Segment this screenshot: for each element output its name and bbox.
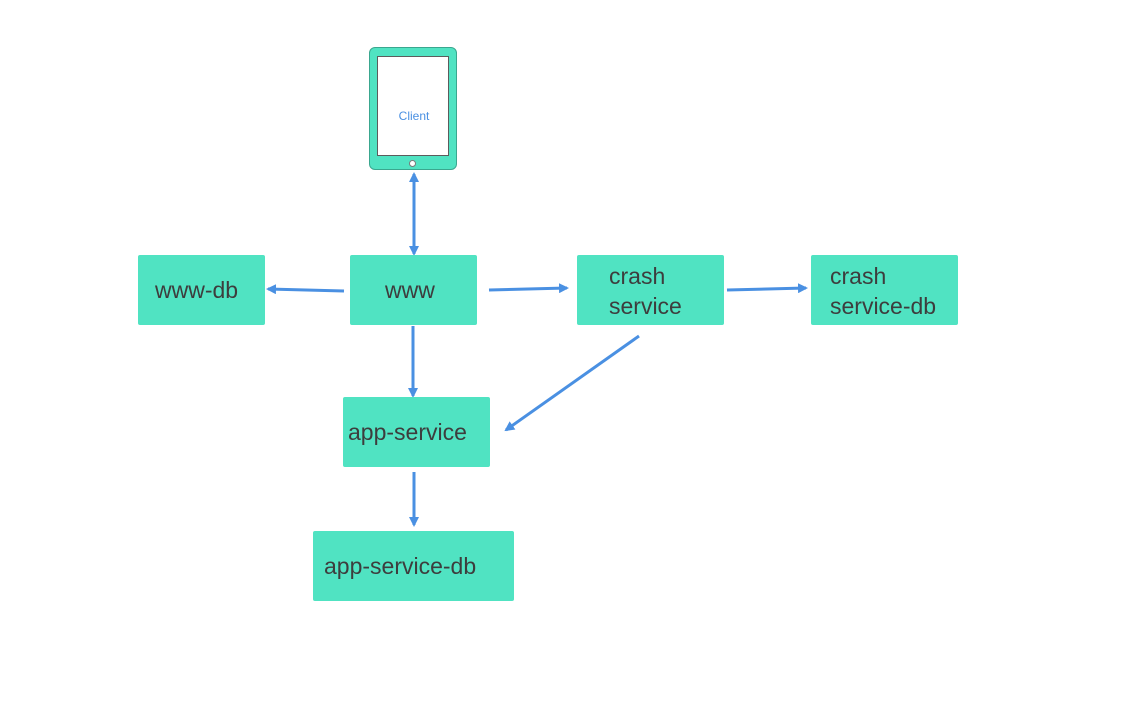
home-button-icon	[409, 160, 416, 167]
node-www[interactable]: www	[350, 255, 477, 325]
client-label: Client	[398, 109, 430, 123]
node-app-service[interactable]: app-service	[343, 397, 490, 467]
client-tablet-icon[interactable]: Client	[369, 47, 457, 170]
node-www-db[interactable]: www-db	[138, 255, 265, 325]
node-label: www	[385, 277, 435, 303]
edge-www-to-www-db	[266, 284, 345, 295]
node-label-line-1: crash	[830, 263, 887, 289]
node-label-line-1: crash	[609, 263, 666, 289]
node-label-line-2: service-db	[830, 293, 937, 319]
edge-crash-service-to-crash-service-db	[726, 283, 808, 294]
node-label: app-service-db	[324, 553, 477, 579]
node-label: www-db	[155, 277, 239, 303]
client-screen: Client	[377, 56, 449, 156]
node-crash-service-db[interactable]: crash service-db	[811, 255, 958, 325]
node-app-service-db[interactable]: app-service-db	[313, 531, 514, 601]
edge-crash-service-to-app-service	[504, 334, 640, 432]
node-label: app-service	[348, 419, 467, 445]
node-label-line-2: service	[609, 293, 682, 319]
node-crash-service[interactable]: crash service	[577, 255, 724, 325]
edge-www-to-crash-service	[488, 283, 569, 294]
